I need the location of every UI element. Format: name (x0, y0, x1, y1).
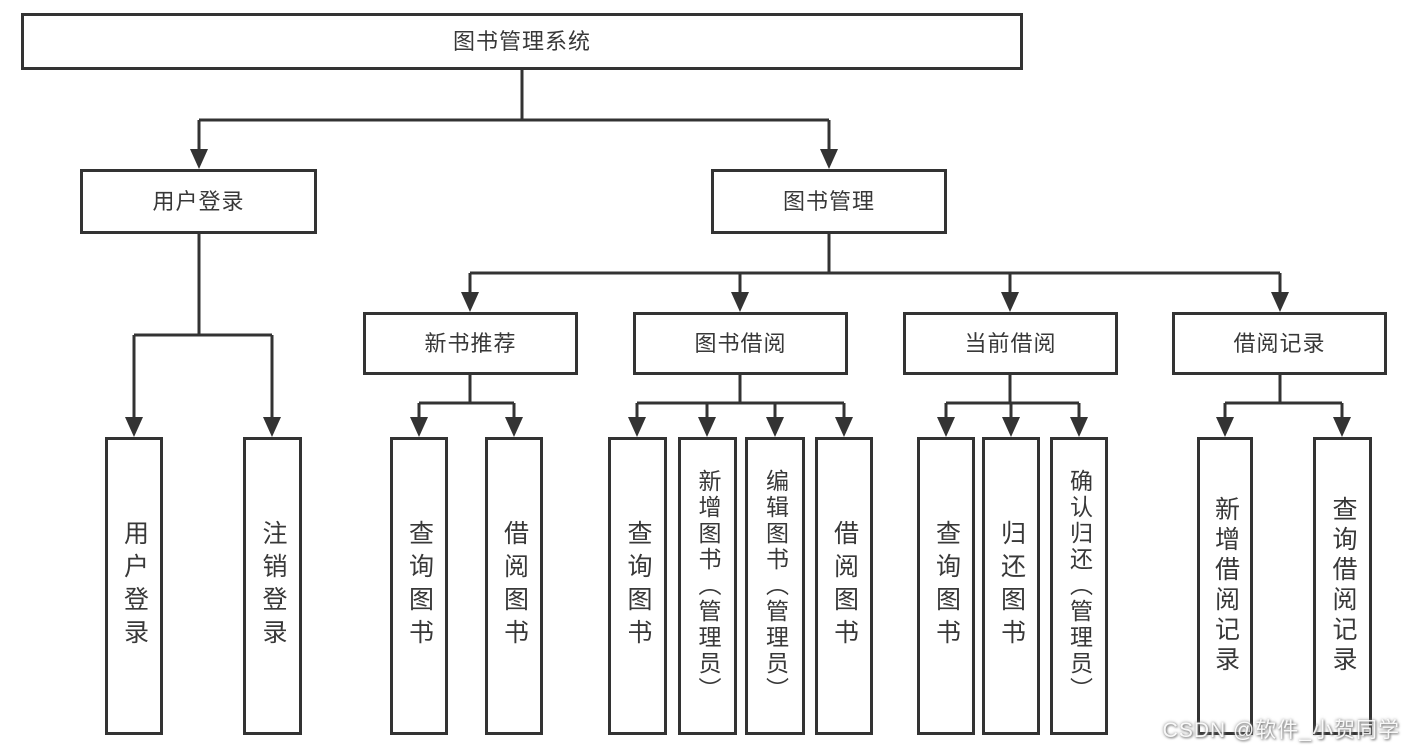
connector-user-login (132, 234, 274, 419)
leaf-borrow-books-recommend: 借阅图书 (485, 437, 543, 735)
leaf-user-login: 用户登录 (105, 437, 163, 735)
leaf-query-borrow-record: 查询借阅记录 (1313, 437, 1372, 735)
leaf-query-books-recommend: 查询图书 (390, 437, 448, 735)
connector-root (197, 70, 831, 151)
connector-borrowing-records (1223, 375, 1344, 419)
watermark: CSDN @软件_小贺同学 (1162, 719, 1400, 742)
node-root: 图书管理系统 (21, 13, 1023, 70)
leaf-borrow-books: 借阅图书 (815, 437, 873, 735)
node-book-management: 图书管理 (711, 169, 947, 234)
leaf-return-books: 归还图书 (982, 437, 1040, 735)
node-borrowing-records: 借阅记录 (1172, 312, 1387, 375)
leaf-query-books-borrowing: 查询图书 (608, 437, 667, 735)
connector-book-management (468, 234, 1282, 294)
node-new-book-recommend: 新书推荐 (363, 312, 578, 375)
leaf-add-borrow-record: 新增借阅记录 (1197, 437, 1253, 735)
connector-new-book-recommend (417, 375, 516, 419)
leaf-edit-book-admin: 编辑图书（管理员） (745, 437, 805, 735)
connector-current-borrowing (944, 375, 1081, 419)
leaf-confirm-return-admin: 确认归还（管理员） (1050, 437, 1108, 735)
leaf-query-books-current: 查询图书 (917, 437, 975, 735)
connector-book-borrowing (635, 375, 846, 419)
node-current-borrowing: 当前借阅 (903, 312, 1118, 375)
node-book-borrowing: 图书借阅 (633, 312, 848, 375)
leaf-logout: 注销登录 (243, 437, 302, 735)
leaf-add-book-admin: 新增图书（管理员） (678, 437, 737, 735)
node-user-login: 用户登录 (80, 169, 317, 234)
